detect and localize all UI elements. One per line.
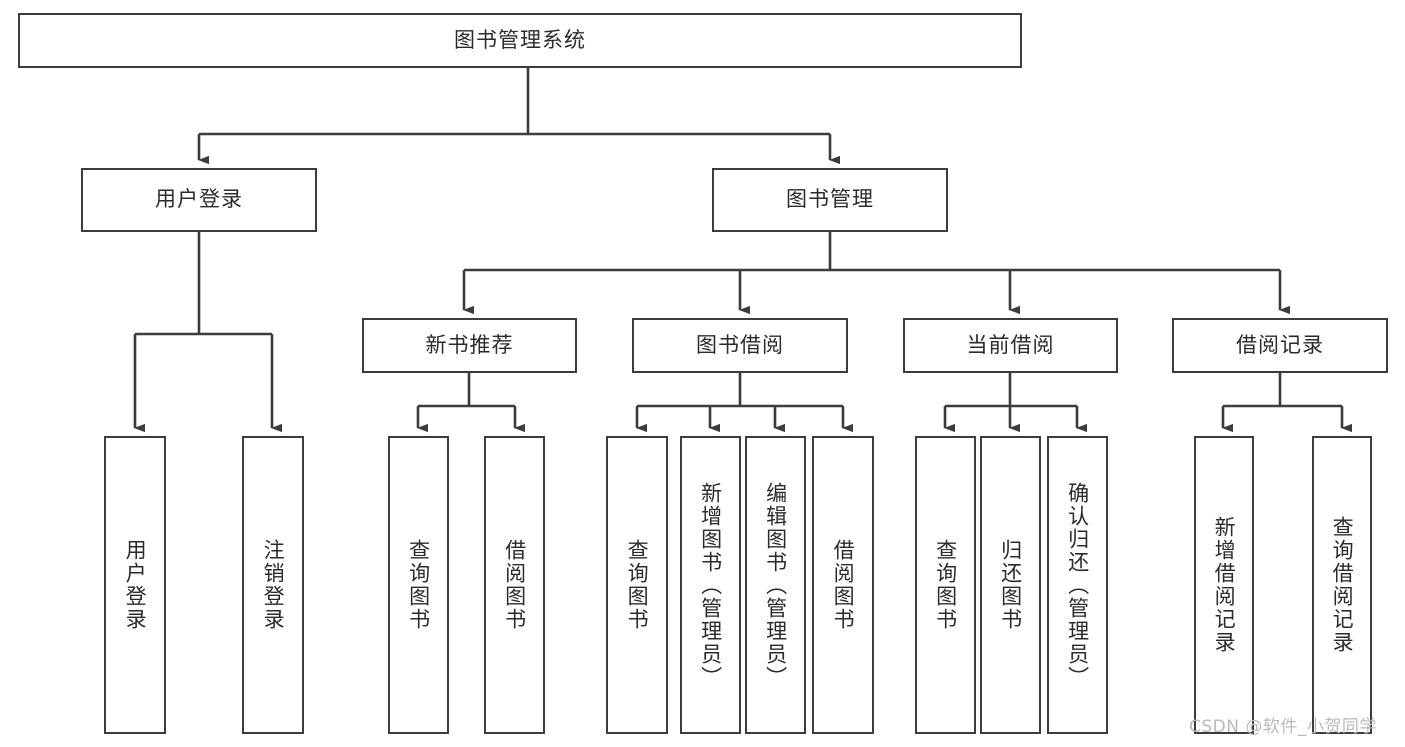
node-current-borrow[interactable]: 当前借阅 [903,318,1118,373]
leaf-label: 借阅图书 [831,539,856,631]
leaf-logout[interactable]: 注销登录 [242,436,304,734]
leaf-borrow-books[interactable]: 借阅图书 [812,436,874,734]
node-user-login[interactable]: 用户登录 [81,168,317,232]
leaf-label: 借阅图书 [502,539,527,631]
leaf-label: 编辑图书（管理员） [763,481,788,689]
leaf-label: 用户登录 [123,539,148,631]
node-book-borrow[interactable]: 图书借阅 [632,318,848,373]
leaf-label: 归还图书 [998,539,1023,631]
leaf-label: 注销登录 [261,539,286,631]
leaf-borrow-books-new[interactable]: 借阅图书 [484,436,545,734]
leaf-label: 查询图书 [625,539,650,631]
node-root-system[interactable]: 图书管理系统 [18,13,1022,68]
csdn-watermark: CSDN @软件_小贺同学 [1189,717,1377,737]
leaf-edit-book-admin[interactable]: 编辑图书（管理员） [745,436,806,734]
leaf-add-book-admin[interactable]: 新增图书（管理员） [680,436,741,734]
node-book-management[interactable]: 图书管理 [712,168,948,232]
leaf-user-login[interactable]: 用户登录 [104,436,166,734]
leaf-query-books-new[interactable]: 查询图书 [388,436,449,734]
leaf-confirm-return-admin[interactable]: 确认归还（管理员） [1047,436,1108,734]
leaf-label: 新增图书（管理员） [698,481,723,689]
leaf-query-books-current[interactable]: 查询图书 [915,436,976,734]
leaf-label: 查询借阅记录 [1330,516,1355,654]
node-new-book-recommend[interactable]: 新书推荐 [362,318,577,373]
leaf-label: 确认归还（管理员） [1065,481,1090,689]
leaf-label: 查询图书 [933,539,958,631]
leaf-label: 查询图书 [406,539,431,631]
leaf-add-borrow-record[interactable]: 新增借阅记录 [1194,436,1254,734]
node-borrow-records[interactable]: 借阅记录 [1172,318,1388,373]
leaf-label: 新增借阅记录 [1212,516,1237,654]
leaf-query-borrow-record[interactable]: 查询借阅记录 [1312,436,1372,734]
leaf-query-books-borrow[interactable]: 查询图书 [606,436,668,734]
leaf-return-books[interactable]: 归还图书 [980,436,1041,734]
